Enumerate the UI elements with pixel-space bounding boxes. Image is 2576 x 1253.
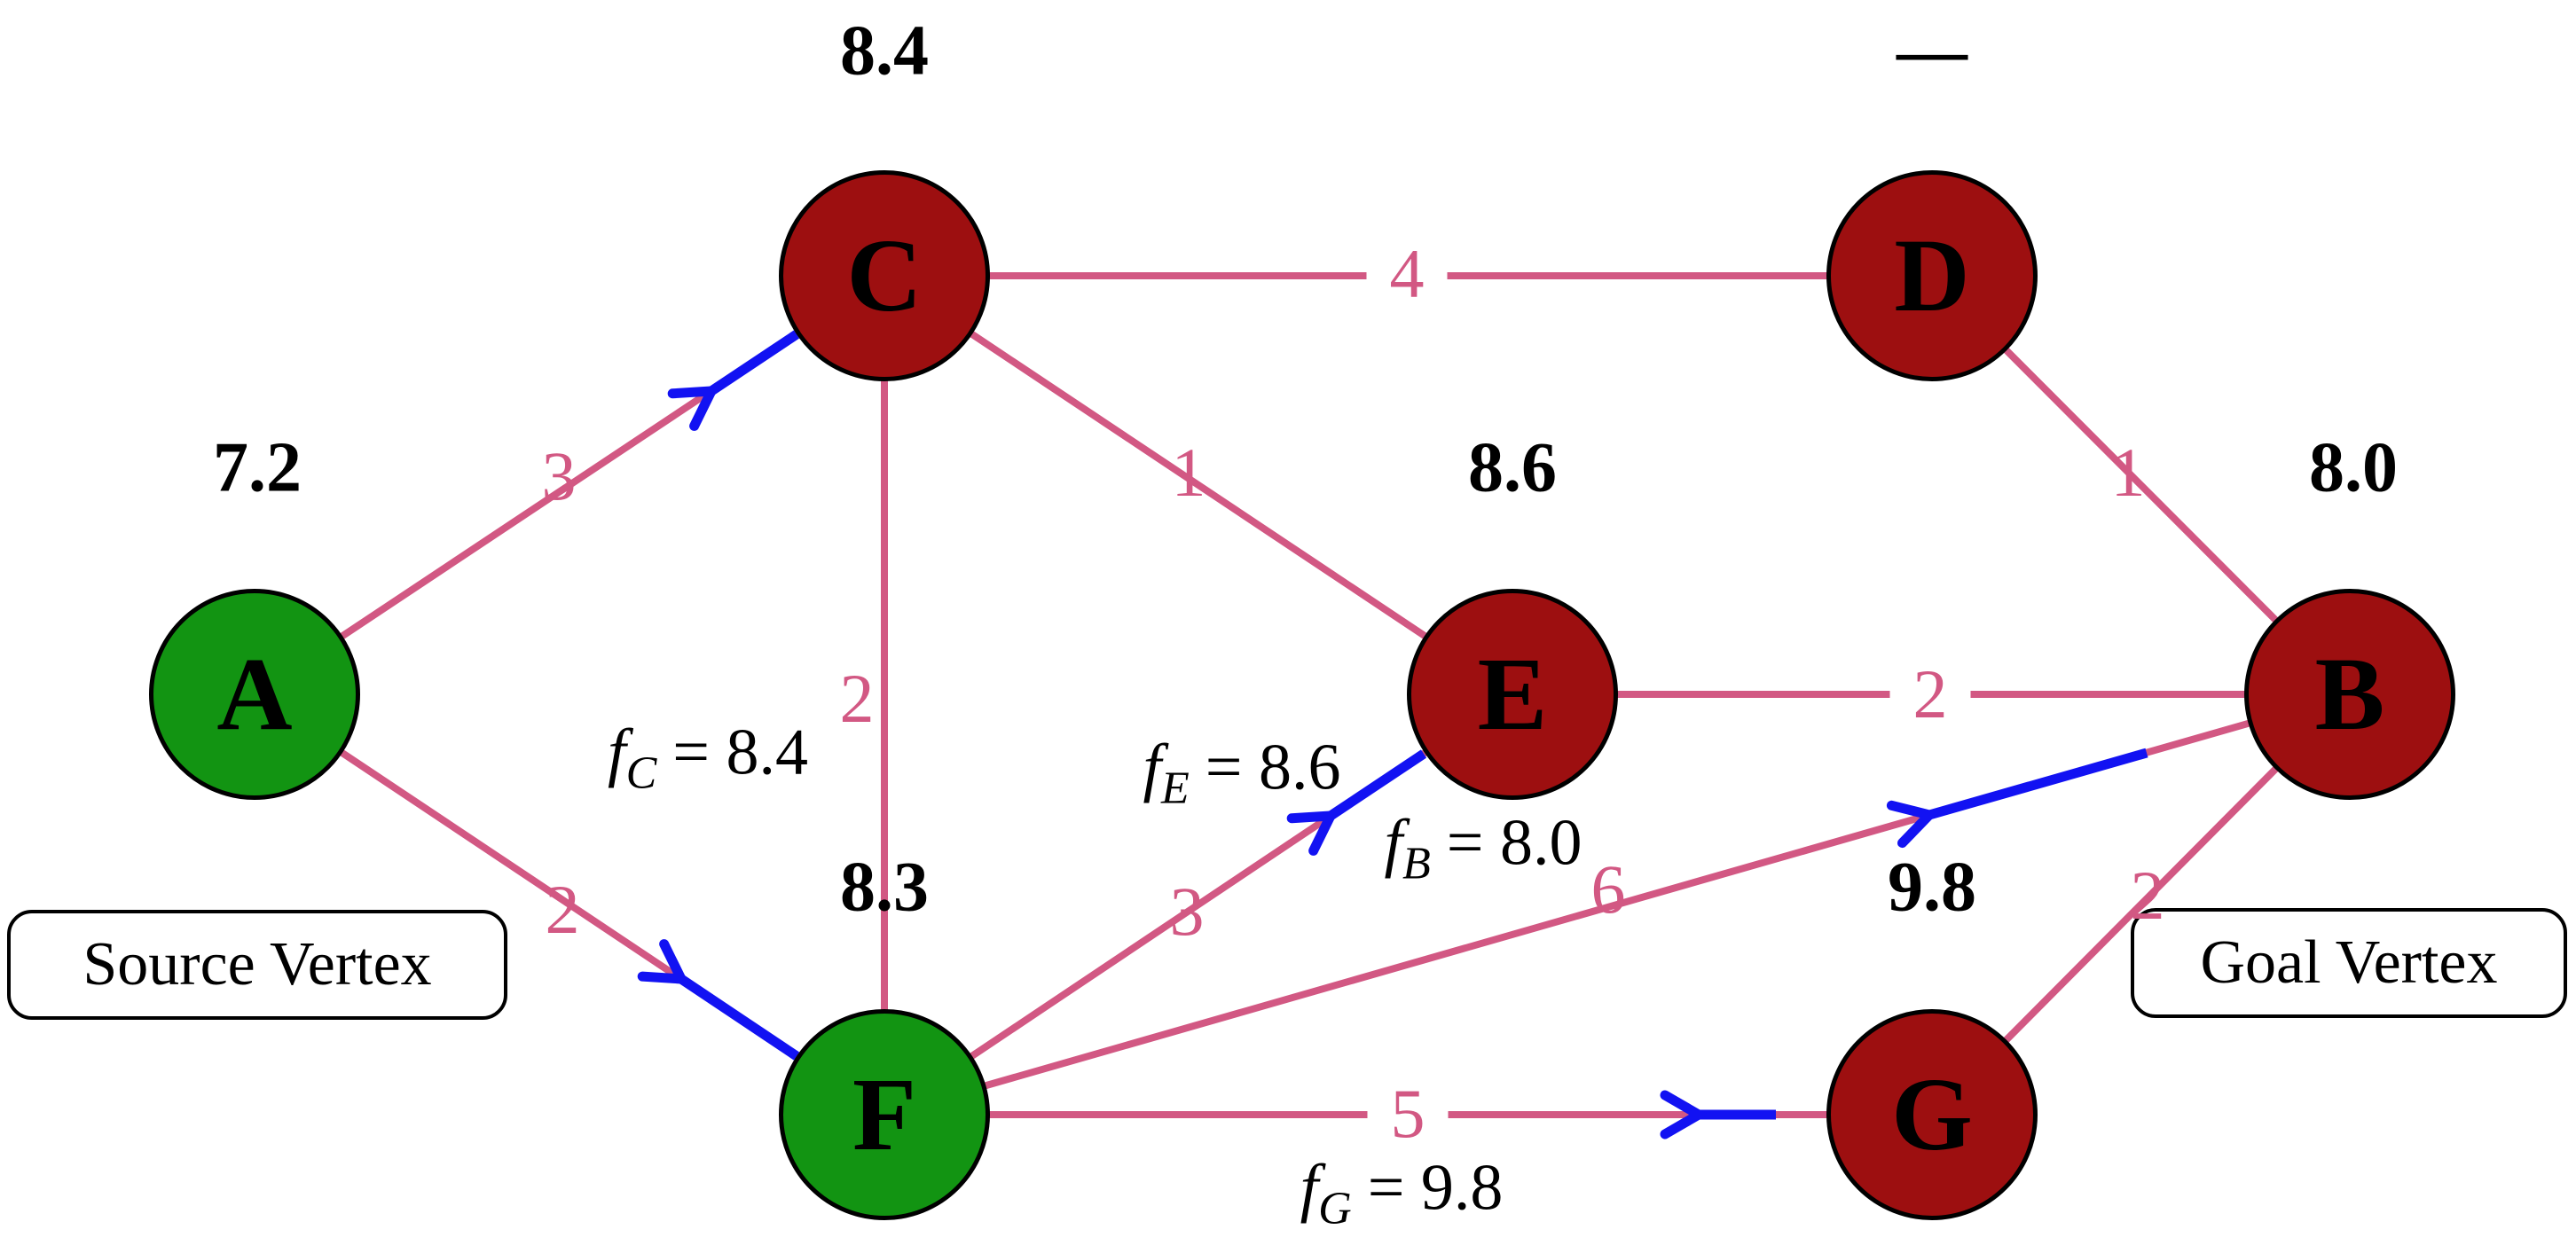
edge-C-F-weight: 2 [839, 660, 875, 737]
node-D-letter: D [1894, 217, 1970, 333]
node-F: F [779, 1009, 990, 1220]
f-label-C-var: f [608, 716, 626, 789]
node-B: B [2244, 589, 2455, 800]
f-label-E: fE= 8.6 [1143, 735, 1340, 812]
edge-B-G-weight: 2 [2130, 857, 2165, 934]
node-G-value: 9.8 [1888, 848, 1976, 927]
f-label-E-eq: = 8.6 [1205, 731, 1341, 804]
edge-A-C-weight: 3 [541, 437, 577, 514]
f-label-E-sub: E [1161, 763, 1190, 814]
node-D: D [1826, 170, 2038, 381]
node-C: C [779, 170, 990, 381]
edge-E-F-weight: 3 [1169, 873, 1205, 950]
node-E-value: 8.6 [1468, 428, 1557, 507]
node-A: A [149, 589, 360, 800]
node-A-letter: A [216, 636, 293, 752]
edge-F-G-weight: 5 [1367, 1079, 1449, 1148]
node-B-letter: B [2314, 636, 2385, 752]
parent-arrow-B-to-F [1886, 748, 2148, 849]
f-label-G-eq: = 9.8 [1367, 1151, 1504, 1225]
edge-C-D-weight: 4 [1366, 239, 1448, 309]
edge-B-F-weight: 6 [1590, 850, 1626, 928]
source-vertex-tag: Source Vertex [7, 910, 507, 1020]
f-label-B-eq: = 8.0 [1446, 806, 1583, 880]
edge-D-B-weight: 1 [2110, 434, 2146, 511]
node-C-letter: C [846, 217, 923, 333]
edge-C-E [882, 272, 1515, 698]
parent-arrow-F-to-A [637, 939, 800, 1061]
goal-vertex-tag: Goal Vertex [2131, 908, 2567, 1018]
edge-C-E-weight: 1 [1171, 434, 1206, 511]
node-F-value: 8.3 [840, 848, 929, 927]
node-B-value: 8.0 [2309, 428, 2398, 507]
f-label-E-var: f [1143, 731, 1162, 804]
parent-arrow-E-to-F [1286, 749, 1427, 856]
f-label-B-var: f [1384, 806, 1403, 880]
node-C-value: 8.4 [840, 12, 929, 90]
node-E-letter: E [1477, 636, 1548, 752]
f-label-C: fC= 8.4 [608, 720, 808, 797]
f-label-G-var: f [1300, 1151, 1319, 1225]
node-D-value: — [1897, 12, 1967, 90]
node-E: E [1407, 589, 1618, 800]
edge-E-B-weight: 2 [1889, 660, 1971, 729]
parent-arrow-C-to-A [667, 330, 800, 431]
f-label-G-sub: G [1318, 1183, 1352, 1234]
f-label-C-sub: C [625, 748, 657, 799]
node-F-letter: F [852, 1056, 917, 1172]
node-G: G [1826, 1009, 2038, 1220]
f-label-B: fB= 8.0 [1384, 811, 1582, 888]
f-label-C-eq: = 8.4 [672, 716, 808, 789]
f-label-G: fG= 9.8 [1300, 1155, 1504, 1233]
f-label-B-sub: B [1402, 838, 1431, 889]
node-A-value: 7.2 [213, 428, 302, 507]
node-G-letter: G [1891, 1056, 1973, 1172]
edge-A-F-weight: 2 [545, 871, 580, 948]
